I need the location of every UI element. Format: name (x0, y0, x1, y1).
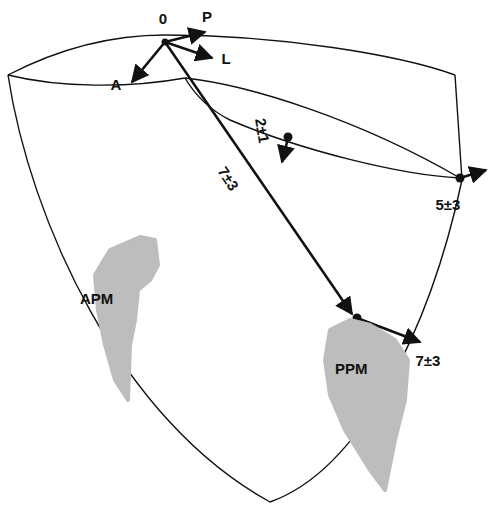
displacement-value: 2±1 (252, 116, 271, 143)
papillary-muscle: PPM (322, 315, 417, 495)
displacement-value: 7±3 (416, 353, 441, 368)
axis-label: P (202, 9, 212, 24)
axis-label: L (221, 51, 230, 66)
displacement-value: 5±3 (436, 197, 461, 212)
papillary-muscle: APM (70, 235, 165, 405)
axis-label: A (111, 77, 122, 92)
muscle-label: APM (80, 290, 113, 307)
origin-label: 0 (159, 11, 167, 26)
muscle-shape (70, 235, 165, 405)
displacement-value: 7±3 (215, 163, 241, 192)
muscle-shape (322, 315, 417, 495)
muscle-label: PPM (335, 360, 368, 377)
